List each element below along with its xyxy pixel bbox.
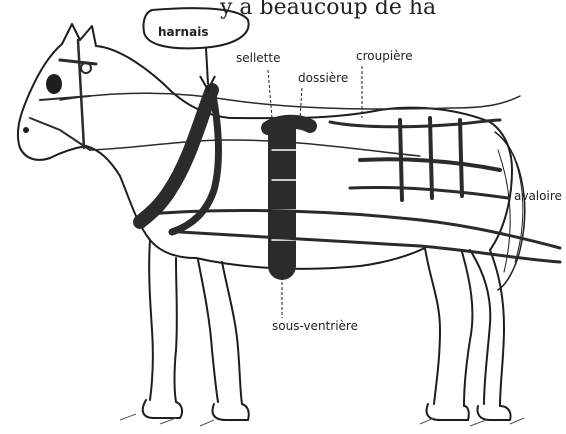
- nostril-mark: [23, 127, 29, 133]
- label-dossiere: dossière: [298, 71, 348, 85]
- label-sous-ventriere: sous-ventrière: [272, 319, 358, 333]
- blinker-shape: [46, 74, 62, 94]
- callout-label: harnais: [158, 25, 208, 39]
- header-fragment-text: y a beaucoup de ha: [219, 0, 436, 20]
- harnais-callout: harnais: [143, 8, 248, 90]
- label-croupiere: croupière: [356, 49, 413, 63]
- label-avaloire: avaloire: [514, 189, 562, 203]
- label-sellette: sellette: [236, 51, 280, 65]
- horse-face-details: [23, 74, 62, 133]
- leader-dossiere: [300, 88, 302, 118]
- callout-arrow-line: [206, 48, 208, 84]
- leader-sellette: [268, 70, 272, 118]
- harness-straps: [30, 40, 560, 266]
